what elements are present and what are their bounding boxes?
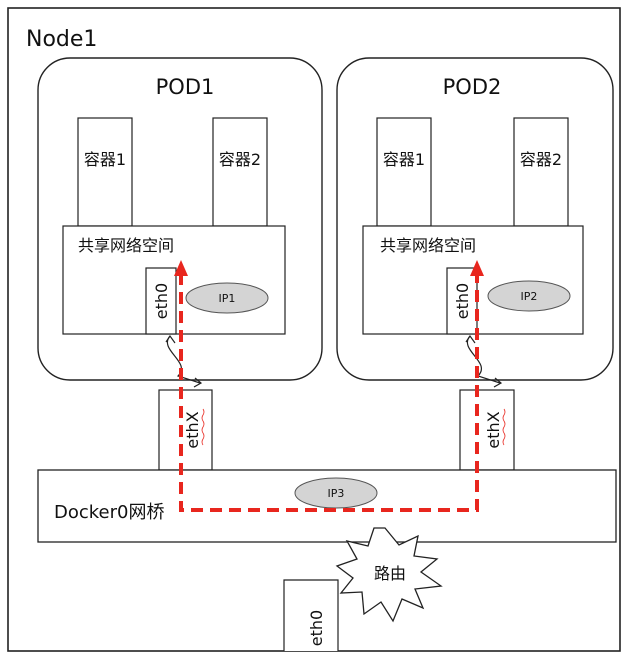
node-title: Node1 (26, 27, 97, 52)
pod2-title: POD2 (443, 75, 502, 99)
pod1-link-arrow-down (193, 377, 203, 388)
pod2-eth0-label: eth0 (453, 283, 472, 319)
pod1-container2-label: 容器2 (219, 150, 261, 169)
pod2-container2-label: 容器2 (520, 150, 562, 169)
pod2-veth-spellcheck (502, 408, 506, 446)
pod1-container1 (77, 117, 133, 227)
pod1: POD1 容器1 容器2 共享网络空间 eth0 IP1 ethX (37, 57, 323, 471)
pod1-ip-ellipse (185, 282, 269, 314)
router: 路由 (335, 527, 443, 623)
pod1-veth (158, 389, 213, 471)
pod2-veth-label: ethX (484, 411, 503, 448)
pod1-veth-spellcheck (201, 408, 205, 446)
pod2: POD2 容器1 容器2 共享网络空间 eth0 IP2 ethX (336, 57, 614, 471)
pod1-veth-label: ethX (183, 411, 202, 448)
pod2-container1-label: 容器1 (383, 150, 425, 169)
router-burst-icon (335, 527, 443, 623)
pod2-ip-ellipse (487, 280, 571, 312)
pod2-container2 (513, 117, 569, 227)
pod1-title: POD1 (156, 75, 215, 99)
pod1-link-arrow-up (165, 334, 176, 344)
pod1-eth0-label: eth0 (152, 283, 171, 319)
router-label: 路由 (374, 564, 406, 583)
docker-bridge: Docker0网桥 IP3 (37, 469, 617, 543)
traffic-arrow-pod1 (174, 260, 188, 276)
pod1-shared-netns-label: 共享网络空间 (78, 236, 174, 255)
pod2-container1 (376, 117, 432, 227)
pod2-link-arrow-up (465, 334, 476, 344)
traffic-arrow-pod2 (470, 260, 484, 276)
pod2-link-arrow-down (493, 377, 503, 388)
bridge-ip-label: IP3 (328, 487, 345, 500)
pod1-container1-label: 容器1 (84, 150, 126, 169)
traffic-path-line (179, 273, 479, 512)
host-eth0-label: eth0 (307, 610, 326, 646)
host-eth0: eth0 (283, 579, 339, 651)
traffic-path (174, 260, 484, 512)
host-eth0-box (283, 579, 339, 651)
pod2-shared-netns-label: 共享网络空间 (380, 236, 476, 255)
bridge-label: Docker0网桥 (54, 502, 164, 523)
pod2-veth (459, 389, 515, 471)
pod1-ip-label: IP1 (219, 292, 236, 305)
pod1-eth0 (145, 267, 177, 335)
pod2-ip-label: IP2 (521, 290, 538, 303)
pod2-eth0 (446, 267, 478, 335)
pod1-container2 (212, 117, 268, 227)
